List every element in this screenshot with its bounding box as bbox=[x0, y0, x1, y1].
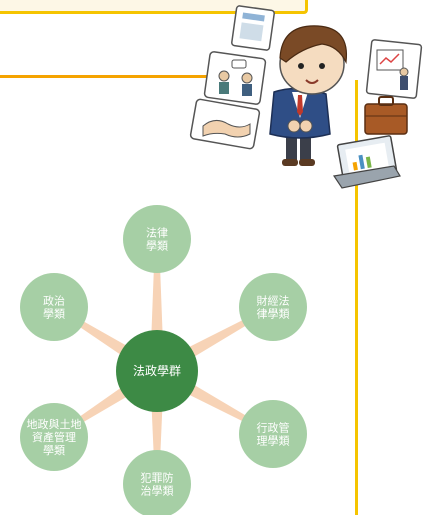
node-label-line: 治學類 bbox=[141, 484, 174, 498]
node-circle bbox=[123, 205, 191, 273]
node-label-line: 學類 bbox=[146, 240, 168, 253]
node-label-line: 律學類 bbox=[257, 308, 290, 321]
node-label-line: 學類 bbox=[43, 308, 65, 321]
node-label-line: 學類 bbox=[43, 444, 65, 457]
node-circle bbox=[20, 403, 88, 471]
node-label-line: 理學類 bbox=[257, 435, 290, 448]
handshake-icon bbox=[189, 98, 261, 150]
node-label-line: 犯罪防 bbox=[141, 471, 174, 485]
node-label-line: 資產管理 bbox=[32, 430, 76, 444]
meeting-icon bbox=[203, 51, 267, 105]
right-frame-line bbox=[355, 80, 358, 515]
center-node: 法政學群 bbox=[116, 330, 198, 412]
orange-divider bbox=[0, 75, 222, 78]
top-frame bbox=[0, 0, 308, 14]
center-node-label: 法政學群 bbox=[133, 364, 181, 378]
node-circle bbox=[239, 273, 307, 341]
node-label-line: 法律 bbox=[146, 226, 168, 240]
node-circle bbox=[239, 400, 307, 468]
node-label-line: 政治 bbox=[43, 294, 65, 308]
calculator-clipboard-icon bbox=[231, 5, 275, 51]
presentation-icon bbox=[365, 39, 423, 99]
node-label-line: 行政管 bbox=[257, 421, 290, 435]
node-label-line: 財經法 bbox=[257, 294, 290, 308]
node-circle bbox=[123, 450, 191, 515]
laptop-chart-icon bbox=[332, 135, 401, 189]
node-label-line: 地政與土地 bbox=[27, 417, 82, 431]
briefcase-icon bbox=[364, 96, 408, 135]
businessman-icon bbox=[269, 25, 348, 166]
node-circle bbox=[20, 273, 88, 341]
